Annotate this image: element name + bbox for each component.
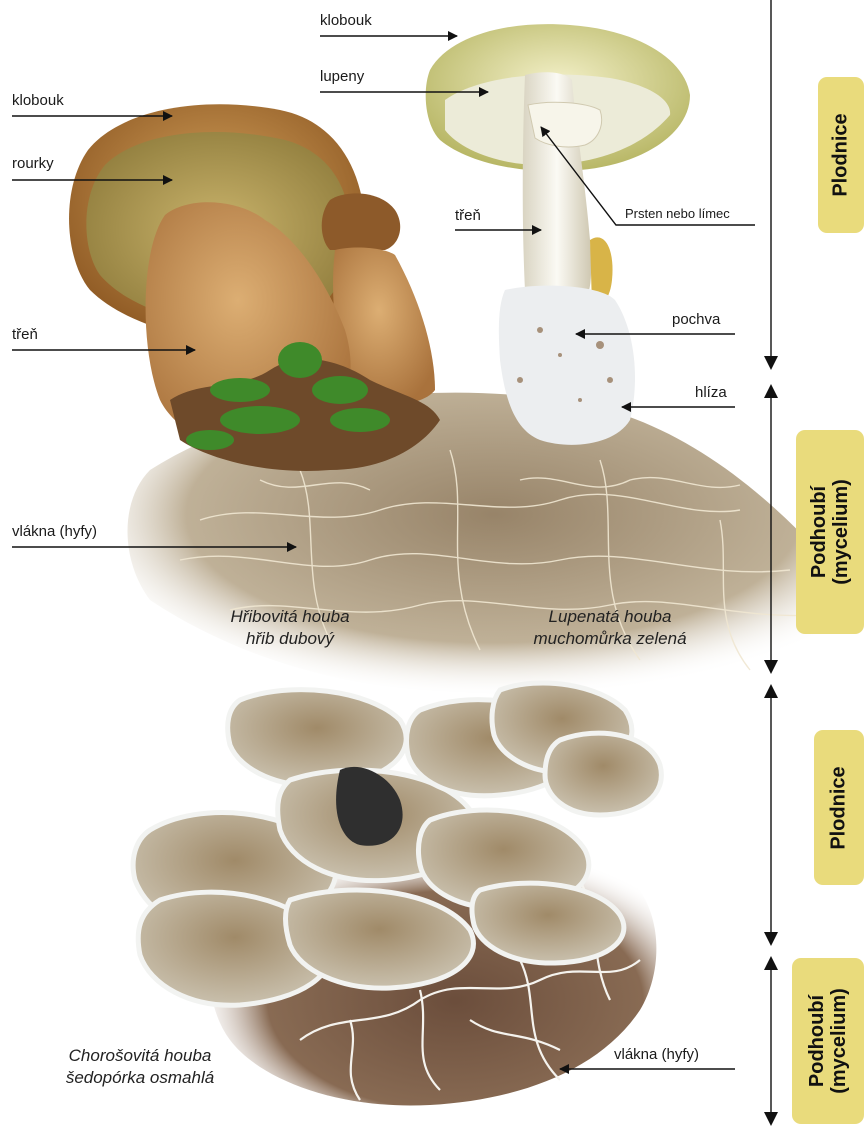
label-boletus-stem: třeň [12, 326, 38, 344]
label-boletus-cap: klobouk [12, 92, 64, 110]
caption-polypore-line2: šedopórka osmahlá [20, 1067, 260, 1089]
badge-top-fruitbody: Plodnice [818, 77, 864, 233]
label-amanita-gills: lupeny [320, 68, 364, 86]
badge-top-mycelium-text: Podhoubí (mycelium) [808, 479, 852, 585]
label-amanita-ring: Prsten nebo límec [625, 205, 730, 223]
caption-boletus: Hřibovitá houba hřib dubový [195, 606, 385, 650]
badge-top-mycelium-line1: Podhoubí [808, 479, 830, 585]
caption-polypore: Chorošovitá houba šedopórka osmahlá [20, 1045, 260, 1089]
badge-bottom-fruitbody-text: Plodnice [828, 766, 850, 849]
badge-bottom-fruitbody: Plodnice [814, 730, 864, 885]
label-boletus-tubes: rourky [12, 155, 54, 173]
label-hyphae-top: vlákna (hyfy) [12, 523, 97, 541]
label-amanita-stem: třeň [455, 207, 481, 225]
badge-top-mycelium: Podhoubí (mycelium) [796, 430, 864, 634]
badge-bottom-mycelium-line1: Podhoubí [806, 988, 828, 1094]
badge-top-mycelium-line2: (mycelium) [830, 479, 852, 585]
polypore-mushroom [133, 683, 661, 1106]
caption-boletus-line1: Hřibovitá houba [195, 606, 385, 628]
label-amanita-volva: pochva [672, 311, 720, 329]
label-amanita-bulb: hlíza [695, 384, 727, 402]
boletus-mushroom [69, 104, 440, 471]
badge-bottom-mycelium-line2: (mycelium) [828, 988, 850, 1094]
badge-bottom-mycelium: Podhoubí (mycelium) [792, 958, 864, 1124]
badge-bottom-mycelium-text: Podhoubí (mycelium) [806, 988, 850, 1094]
caption-boletus-line2: hřib dubový [195, 628, 385, 650]
amanita-mushroom [426, 24, 690, 445]
caption-amanita-line1: Lupenatá houba [500, 606, 720, 628]
label-amanita-cap: klobouk [320, 12, 372, 30]
caption-amanita: Lupenatá houba muchomůrka zelená [500, 606, 720, 650]
badge-top-fruitbody-text: Plodnice [830, 113, 852, 196]
caption-amanita-line2: muchomůrka zelená [500, 628, 720, 650]
caption-polypore-line1: Chorošovitá houba [20, 1045, 260, 1067]
label-hyphae-bottom: vlákna (hyfy) [614, 1046, 699, 1064]
